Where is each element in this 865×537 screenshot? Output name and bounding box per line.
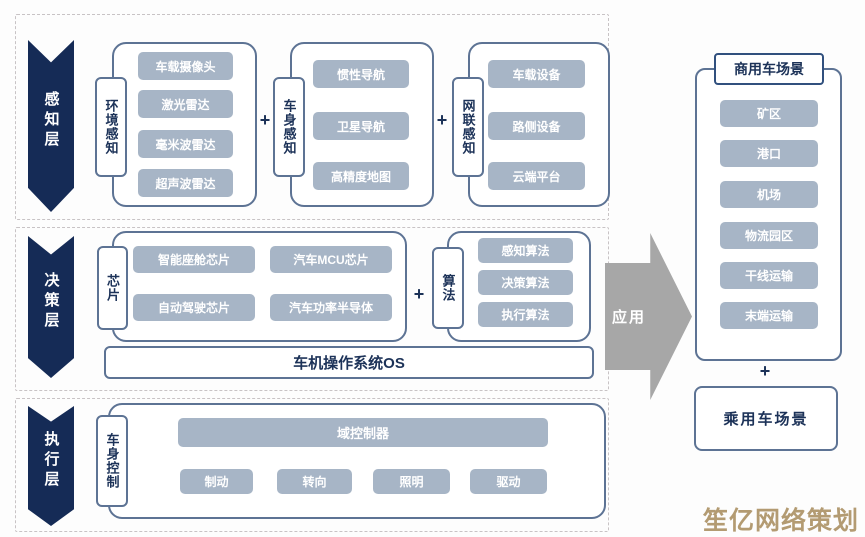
scenario-item-logistics-park: 物流园区	[720, 222, 818, 249]
env-sensing-label: 环境感知	[103, 99, 119, 155]
plus-sign-2: +	[436, 109, 448, 130]
body-item-hd-map: 高精度地图	[313, 162, 409, 190]
connected-item-cloud-platform: 云端平台	[488, 162, 585, 190]
algo-item-execution: 执行算法	[478, 302, 573, 327]
connected-item-roadside-device: 路侧设备	[488, 112, 585, 140]
connected-sensing-label: 网联感知	[460, 99, 476, 155]
body-sensing-label: 车身感知	[281, 99, 297, 155]
env-item-ultrasonic-radar: 超声波雷达	[138, 169, 233, 197]
body-item-satellite-nav: 卫星导航	[313, 112, 409, 140]
passenger-scenarios-box: 乘用车场景	[694, 386, 838, 451]
exec-item-steering: 转向	[277, 469, 352, 494]
scenario-item-trunk-transport: 干线运输	[720, 262, 818, 289]
body-item-inertial-nav: 惯性导航	[313, 60, 409, 88]
env-item-camera: 车载摄像头	[138, 52, 233, 80]
exec-item-drive: 驱动	[470, 469, 547, 494]
algo-item-decision: 决策算法	[478, 270, 573, 295]
scenario-item-port: 港口	[720, 140, 818, 167]
execution-layer-section	[15, 398, 609, 532]
chip-item-autonomous-driving: 自动驾驶芯片	[133, 294, 255, 321]
scenario-item-last-mile: 末端运输	[720, 302, 818, 329]
env-sensing-label-box: 环境感知	[95, 77, 127, 177]
chip-label-box: 芯片	[97, 246, 128, 330]
application-arrow-label: 应用	[612, 309, 647, 326]
exec-item-lighting: 照明	[373, 469, 450, 494]
body-control-label: 车身控制	[104, 433, 120, 489]
algo-label-box: 算法	[432, 247, 464, 329]
chip-item-cockpit: 智能座舱芯片	[133, 246, 255, 273]
vehicle-os-bar: 车机操作系统OS	[104, 346, 594, 379]
body-sensing-label-box: 车身感知	[273, 77, 305, 177]
plus-sign-3: +	[413, 283, 425, 304]
connected-item-onboard-device: 车载设备	[488, 60, 585, 88]
execution-layer-label: 执行层	[42, 431, 60, 491]
application-arrow: 应用	[605, 233, 692, 400]
domain-controller-bar: 域控制器	[178, 418, 548, 447]
plus-sign-1: +	[259, 109, 271, 130]
decision-layer-label: 决策层	[42, 272, 60, 332]
scenario-item-mining: 矿区	[720, 100, 818, 127]
env-item-mmwave-radar: 毫米波雷达	[138, 130, 233, 158]
body-control-label-box: 车身控制	[96, 415, 128, 507]
watermark-text: 笙亿网络策划	[702, 507, 859, 535]
execution-layer-chevron: 执行层	[28, 406, 74, 526]
decision-layer-chevron: 决策层	[28, 236, 74, 378]
commercial-scenarios-title: 商用车场景	[714, 53, 824, 85]
env-item-lidar: 激光雷达	[138, 90, 233, 118]
chip-label: 芯片	[105, 274, 120, 302]
exec-item-braking: 制动	[180, 469, 253, 494]
chip-item-mcu: 汽车MCU芯片	[270, 246, 392, 273]
chip-item-power-semiconductor: 汽车功率半导体	[270, 294, 392, 321]
scenario-item-airport: 机场	[720, 181, 818, 208]
connected-sensing-label-box: 网联感知	[452, 77, 484, 177]
perception-layer-chevron: 感知层	[28, 40, 74, 212]
plus-sign-4: +	[759, 360, 771, 381]
perception-layer-label: 感知层	[42, 91, 60, 151]
algo-label: 算法	[440, 274, 456, 302]
algo-item-perception: 感知算法	[478, 238, 573, 263]
